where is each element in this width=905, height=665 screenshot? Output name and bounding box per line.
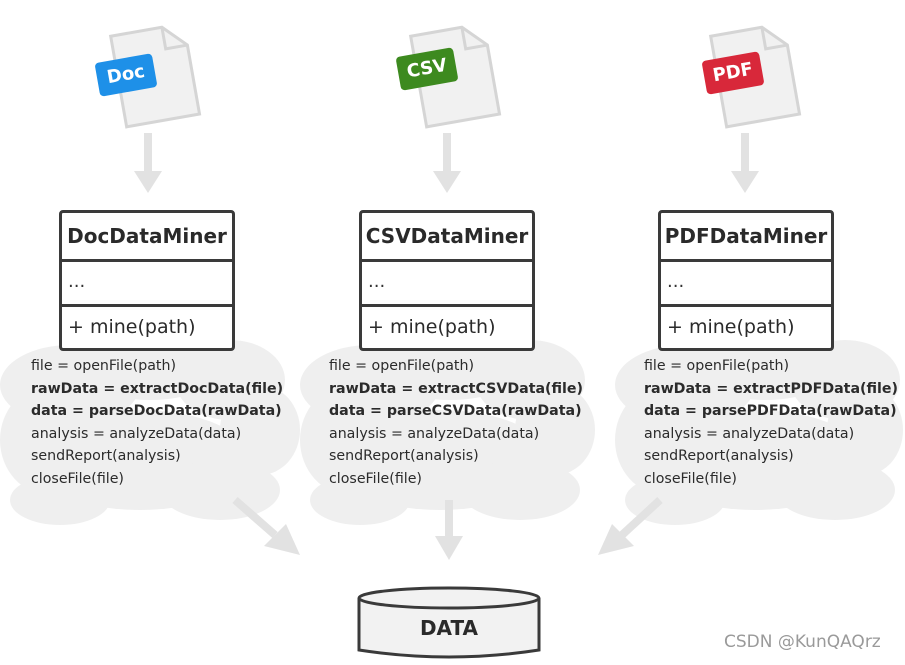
class-csv-data-miner: CSVDataMiner ... + mine(path) [359,210,535,351]
arrow-csv-to-class [433,133,461,193]
class-method: + mine(path) [667,316,795,338]
class-name: PDFDataMiner [661,213,831,262]
code-line: analysis = analyzeData(data) [644,425,855,442]
code-line: closeFile(file) [329,470,422,487]
code-line: rawData = extractDocData(file) [31,380,284,397]
class-name: CSVDataMiner [362,213,532,262]
code-line: sendReport(analysis) [644,448,794,464]
class-name: DocDataMiner [62,213,232,262]
code-line: sendReport(analysis) [329,448,479,464]
code-line: closeFile(file) [644,470,737,487]
class-method: + mine(path) [368,316,496,338]
database-cylinder [357,586,541,659]
code-line: file = openFile(path) [31,358,176,374]
arrow-csv-to-data [435,500,463,560]
code-line: sendReport(analysis) [31,448,181,464]
class-fields: ... [362,262,532,307]
arrow-pdf-to-data [598,497,663,555]
arrow-doc-to-data [232,496,300,555]
class-fields: ... [661,262,831,307]
class-method: + mine(path) [68,316,196,338]
code-pdf: file = openFile(path) rawData = extractP… [644,355,898,490]
arrow-pdf-to-class [731,133,759,193]
cloud-pdf [615,320,903,525]
code-line: rawData = extractPDFData(file) [644,380,899,397]
code-line: data = parseDocData(rawData) [31,403,282,419]
code-line: file = openFile(path) [644,358,789,374]
code-line: data = parseCSVData(rawData) [329,403,582,419]
database-label: DATA [419,616,479,640]
code-line: file = openFile(path) [329,358,474,374]
watermark: CSDN @KunQAQrz [724,632,881,652]
code-line: analysis = analyzeData(data) [329,425,540,442]
code-line: closeFile(file) [31,470,124,487]
code-line: analysis = analyzeData(data) [31,425,242,442]
arrow-doc-to-class [134,133,162,193]
class-doc-data-miner: DocDataMiner ... + mine(path) [59,210,235,351]
class-pdf-data-miner: PDFDataMiner ... + mine(path) [658,210,834,351]
class-fields: ... [62,262,232,307]
code-line: data = parsePDFData(rawData) [644,403,897,419]
code-doc: file = openFile(path) rawData = extractD… [31,355,283,490]
code-line: rawData = extractCSVData(file) [329,380,584,397]
code-csv: file = openFile(path) rawData = extractC… [329,355,583,490]
